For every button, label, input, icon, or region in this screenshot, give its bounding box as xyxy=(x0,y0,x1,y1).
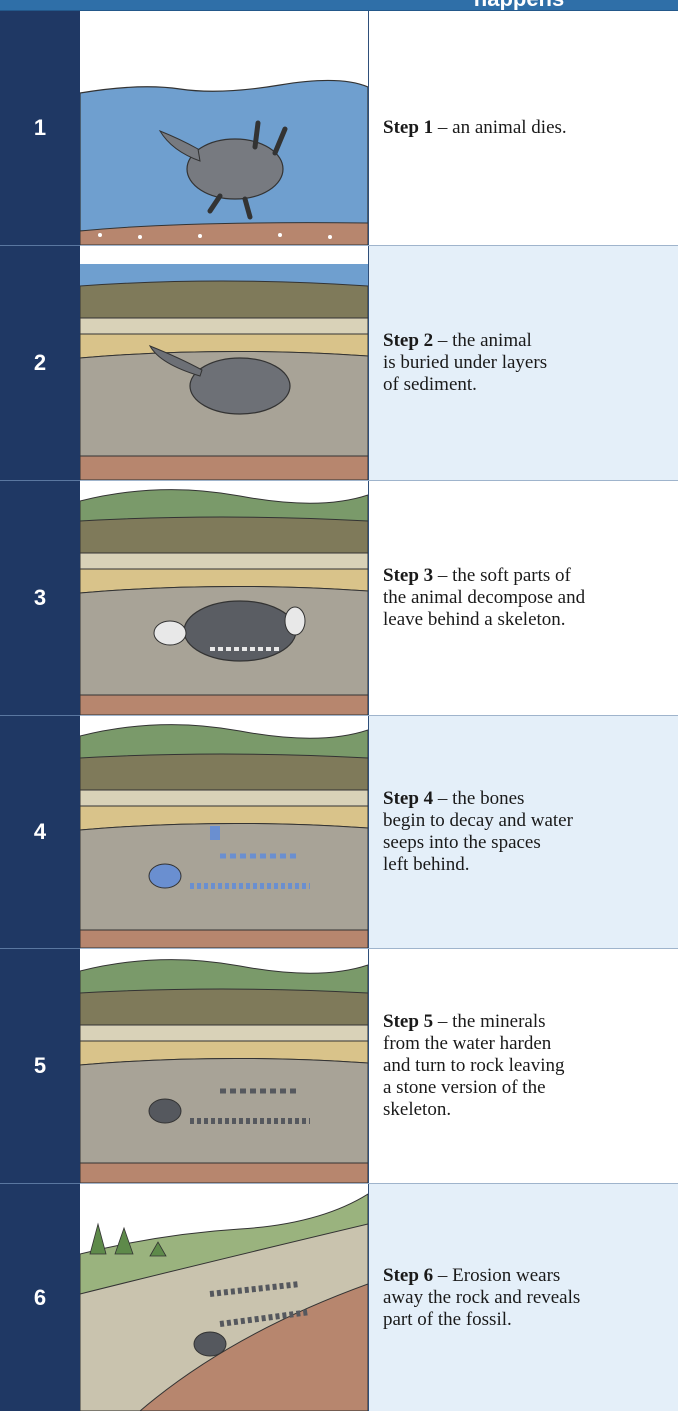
stone-skeleton-illustration xyxy=(80,949,368,1183)
step-label: Step 6 xyxy=(383,1265,433,1286)
step-illustration xyxy=(80,11,369,245)
step-number: 2 xyxy=(34,350,46,376)
step-description: Step 6 – Erosion wears away the rock and… xyxy=(383,1265,678,1331)
step-illustration xyxy=(80,949,369,1183)
step-label: Step 5 xyxy=(383,1011,433,1032)
decompose-illustration xyxy=(80,481,368,715)
step-row-6: 6 Step 6 – Erosion wears away the rock a… xyxy=(0,1184,678,1411)
header-title: happens xyxy=(360,0,678,11)
step-text: – an animal dies. xyxy=(433,117,567,138)
step-description: Step 4 – the bones begin to decay and wa… xyxy=(383,788,678,876)
step-row-2: 2 Step 2 – the animal is buried under la… xyxy=(0,246,678,480)
step-number: 4 xyxy=(34,819,46,845)
step-illustration xyxy=(80,1184,369,1411)
step-number: 6 xyxy=(34,1285,46,1311)
step-description: Step 2 – the animal is buried under laye… xyxy=(383,330,678,396)
step-label: Step 4 xyxy=(383,788,433,809)
step-label: Step 1 xyxy=(383,117,433,138)
step-number-cell: 3 xyxy=(0,481,80,715)
header-bar: happens xyxy=(0,0,678,11)
step-number: 1 xyxy=(34,115,46,141)
step-number: 5 xyxy=(34,1053,46,1079)
step-row-4: 4 Step 4 – the bones begin to decay and … xyxy=(0,716,678,948)
step-number: 3 xyxy=(34,585,46,611)
erosion-illustration xyxy=(80,1184,368,1411)
animal-buried-illustration xyxy=(80,246,368,480)
step-text-cell: Step 2 – the animal is buried under laye… xyxy=(369,246,678,480)
step-illustration xyxy=(80,481,369,715)
step-number-cell: 2 xyxy=(0,246,80,480)
step-description: Step 1 – an animal dies. xyxy=(383,117,678,139)
animal-dies-illustration xyxy=(80,11,368,245)
water-seeps-illustration xyxy=(80,716,368,948)
step-description: Step 3 – the soft parts of the animal de… xyxy=(383,565,678,631)
step-number-cell: 1 xyxy=(0,11,80,245)
step-text-cell: Step 3 – the soft parts of the animal de… xyxy=(369,481,678,715)
step-illustration xyxy=(80,246,369,480)
step-text-cell: Step 4 – the bones begin to decay and wa… xyxy=(369,716,678,948)
step-label: Step 3 xyxy=(383,565,433,586)
step-text-cell: Step 1 – an animal dies. xyxy=(369,11,678,245)
step-row-5: 5 Step 5 – the minerals from the water h… xyxy=(0,949,678,1183)
step-row-1: 1 Step 1 – an animal dies. xyxy=(0,11,678,245)
step-text-cell: Step 5 – the minerals from the water har… xyxy=(369,949,678,1183)
step-number-cell: 4 xyxy=(0,716,80,948)
step-illustration xyxy=(80,716,369,948)
step-label: Step 2 xyxy=(383,330,433,351)
step-description: Step 5 – the minerals from the water har… xyxy=(383,1011,678,1121)
step-text-cell: Step 6 – Erosion wears away the rock and… xyxy=(369,1184,678,1411)
step-row-3: 3 Step 3 – the soft parts of the animal … xyxy=(0,481,678,715)
step-number-cell: 5 xyxy=(0,949,80,1183)
step-number-cell: 6 xyxy=(0,1184,80,1411)
